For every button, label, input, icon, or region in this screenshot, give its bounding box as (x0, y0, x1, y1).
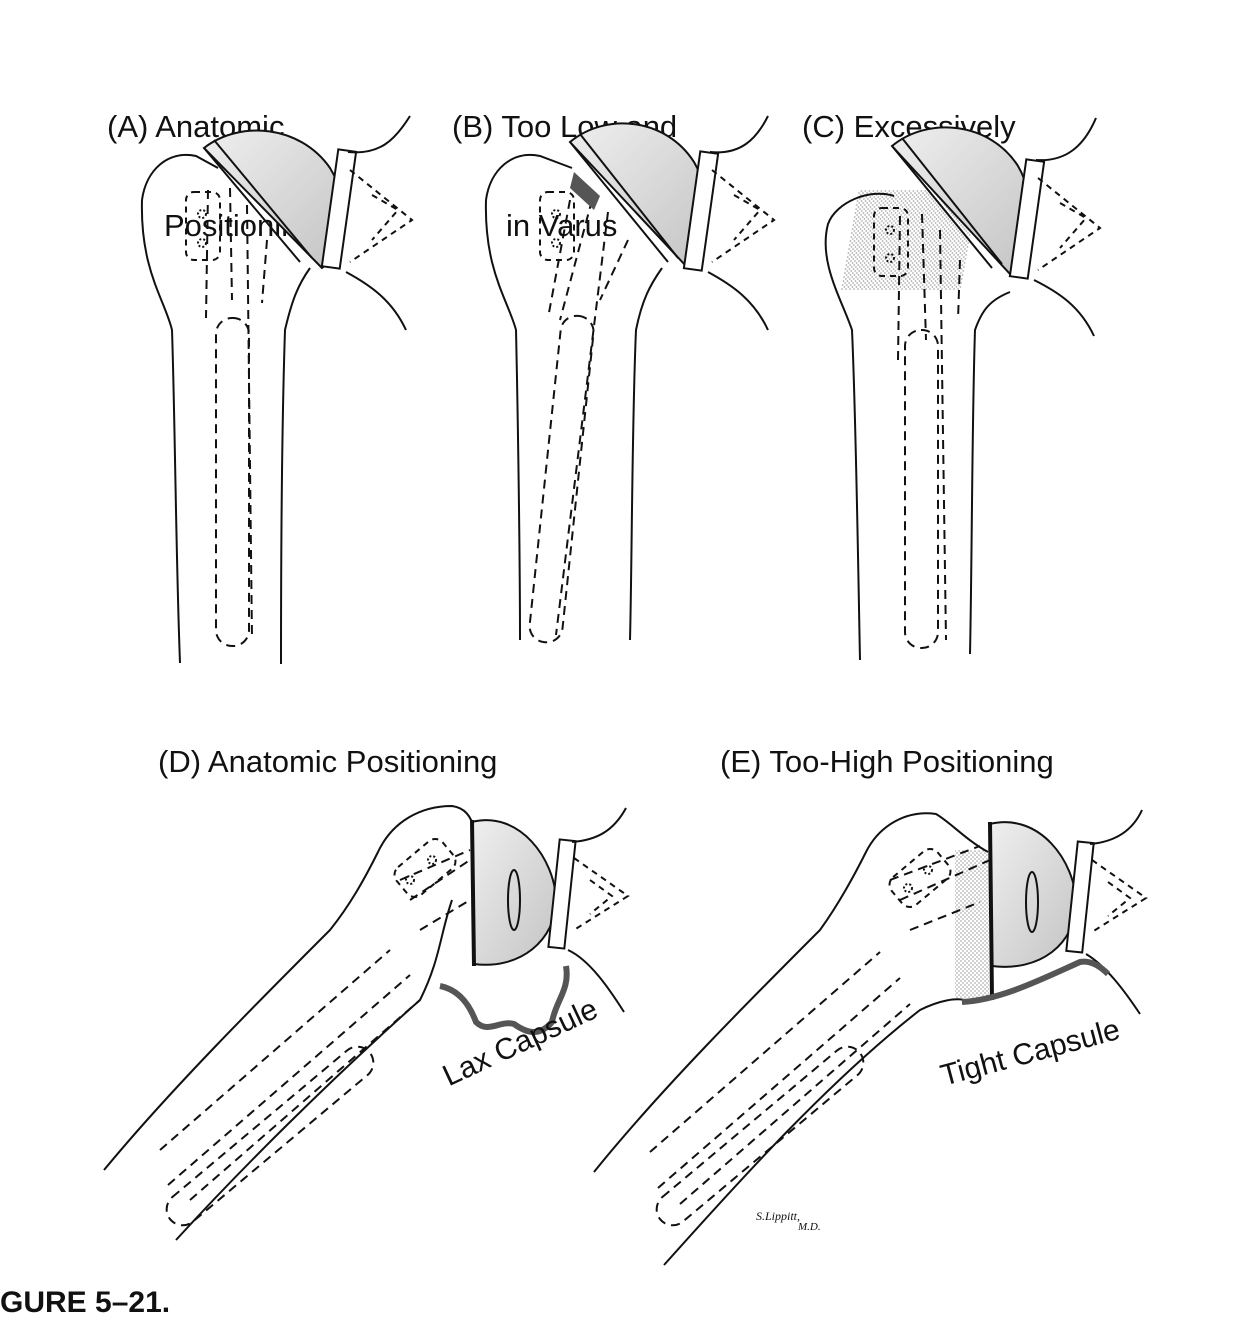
panel-c-humerus-right (969, 291, 1011, 655)
figure-caption: GURE 5–21. (0, 1286, 171, 1319)
panel-e-head-plate (988, 821, 994, 1001)
panel-b-scapula (707, 115, 769, 331)
panel-c-glenoid (1008, 158, 1046, 280)
panel-e-tight-capsule (961, 958, 1111, 1005)
panel-d-lax-capsule (439, 965, 570, 1035)
panel-c-scapula (1033, 117, 1097, 337)
panel-b-label-line2: in Varus (506, 208, 618, 243)
panel-e-glenoid (1065, 840, 1095, 954)
panel-d-head-plate (470, 819, 476, 967)
panel-c-humerus-outline (824, 192, 895, 661)
panel-e-glenoid-keel (1091, 859, 1148, 933)
panel-d-head (470, 819, 558, 966)
panel-c-exposed-bone (840, 190, 979, 290)
panel-e-head (988, 821, 1078, 968)
panel-d-humerus-lower (175, 899, 453, 1241)
panel-c-fin-hole (885, 253, 895, 263)
panel-d-stem (159, 849, 471, 1201)
panel-d-stem-lower (165, 1045, 375, 1227)
panel-e-stem-lower (655, 1045, 865, 1227)
panel-a-scapula (345, 115, 411, 331)
panel-a-glenoid (320, 148, 358, 270)
panel-e-label: (E) Too-High Positioning (720, 744, 1054, 779)
panel-e-humerus-lower (663, 998, 965, 1266)
panel-a-stem-lower (215, 317, 250, 647)
panel-b-stem-lower (528, 314, 595, 644)
panel-e-capsule-label: Tight Capsule (937, 1013, 1123, 1092)
panel-e-exposed-bone (955, 850, 989, 1000)
panel-a-glenoid-keel (349, 169, 414, 263)
panel-d-drawing (103, 804, 630, 1241)
panel-a-head (202, 129, 344, 270)
panel-e-fin-hole (903, 883, 913, 893)
signature-name: S.Lippitt, (756, 1209, 800, 1223)
panel-c-head-stripe (891, 137, 1003, 269)
panel-e-fin-hole (923, 865, 933, 875)
panel-e-head-hole (1025, 871, 1039, 933)
panel-b-head-stripe (569, 133, 679, 263)
panel-d-scapula (567, 807, 627, 1013)
panel-d-glenoid-keel (573, 857, 630, 931)
signature-degree: M.D. (797, 1221, 821, 1233)
panel-a-head-stripe (203, 139, 313, 263)
panel-a-fin (185, 191, 221, 261)
panel-a-stem (205, 187, 268, 641)
panel-b-fin-hole (551, 209, 561, 219)
panel-a-fin-hole (197, 209, 207, 219)
panel-d-capsule-label: Lax Capsule (438, 992, 603, 1092)
panel-a-humerus-right (280, 267, 311, 665)
panel-b-glenoid (682, 150, 720, 272)
panel-e-scapula (1085, 809, 1143, 1015)
panel-e-drawing (593, 809, 1148, 1266)
panel-c-drawing (824, 117, 1102, 661)
panel-a-drawing (140, 115, 414, 665)
panel-c-stem (897, 213, 961, 641)
panel-b-glenoid-keel (711, 169, 776, 263)
panel-b-humerus-right (629, 267, 663, 641)
panel-b-drawing (484, 115, 776, 644)
panel-a-humerus-outline (140, 153, 219, 664)
panel-b-stem (547, 199, 629, 636)
panel-c-fin-hole (885, 225, 895, 235)
panel-e-stem (649, 845, 991, 1205)
panel-b-humerus-outline (484, 153, 573, 641)
panel-b-fin (539, 191, 575, 261)
panel-d-label: (D) Anatomic Positioning (158, 744, 498, 779)
panel-d-head-hole (507, 869, 521, 931)
panel-d-humerus-upper (103, 804, 475, 1171)
panel-a-fin-hole (197, 238, 207, 248)
panel-e-humerus-upper (593, 812, 989, 1173)
panel-b-bone-gap (570, 172, 600, 210)
panel-d-glenoid (547, 838, 577, 950)
panel-d-fin (393, 838, 457, 898)
panel-c-stem-lower (904, 329, 939, 649)
panel-c-glenoid-keel (1037, 177, 1102, 271)
panel-d-fin-hole (427, 855, 437, 865)
panel-c-fin (873, 207, 909, 277)
panel-b-fin-hole (551, 238, 561, 248)
panel-d-fin-hole (405, 875, 415, 885)
